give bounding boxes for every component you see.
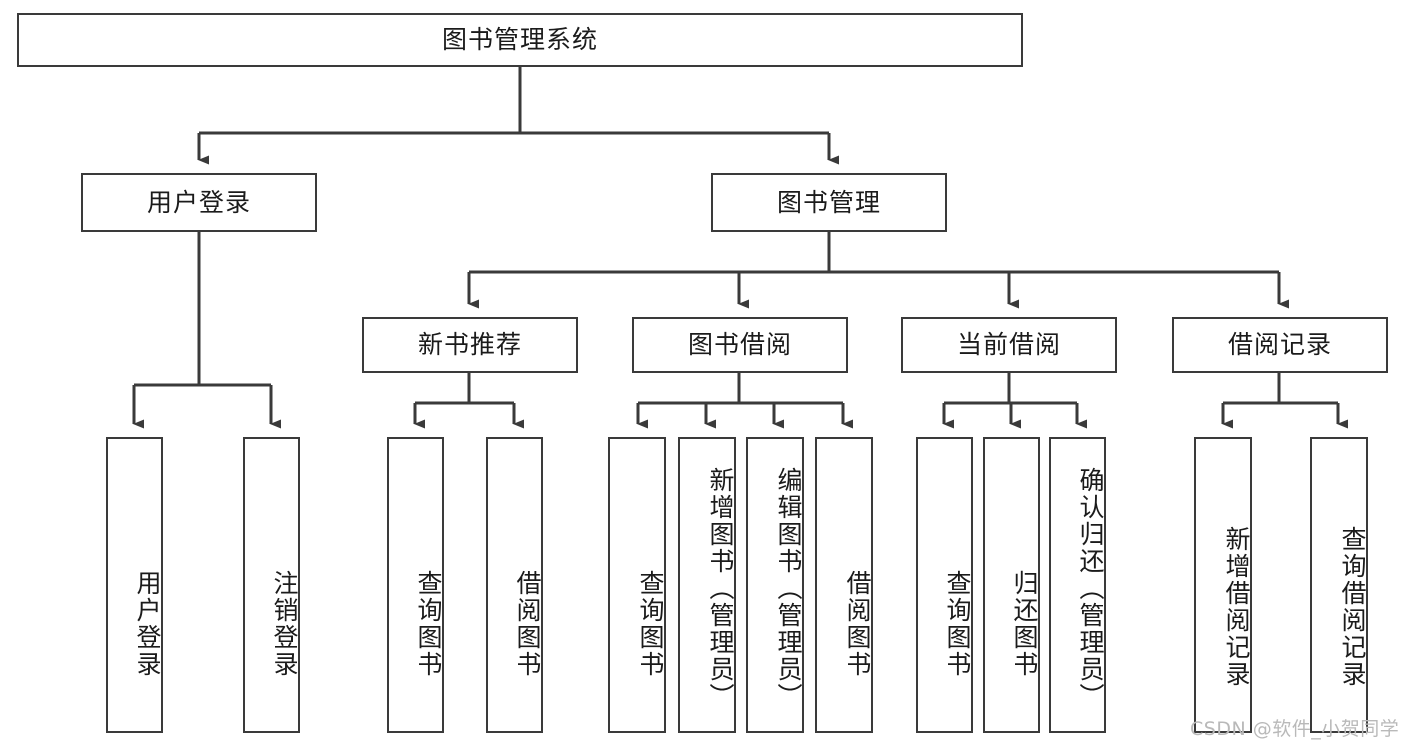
node-label: 编辑图书（管理员） <box>774 466 803 710</box>
leaf-borrow-book-recommend[interactable]: 借阅图书 <box>486 437 543 733</box>
node-label: 用户登录 <box>133 570 162 678</box>
leaf-query-book-recommend[interactable]: 查询图书 <box>387 437 444 733</box>
leaf-confirm-return-admin[interactable]: 确认归还（管理员） <box>1049 437 1106 733</box>
node-label: 借阅图书 <box>843 570 872 678</box>
node-book-borrow[interactable]: 图书借阅 <box>632 317 848 373</box>
csdn-watermark: CSDN @软件_小贺同学 <box>1190 718 1400 740</box>
node-label: 查询图书 <box>636 570 665 678</box>
leaf-edit-book-admin[interactable]: 编辑图书（管理员） <box>746 437 804 733</box>
node-root-book-management-system[interactable]: 图书管理系统 <box>17 13 1023 67</box>
node-label: 新增借阅记录 <box>1222 526 1251 688</box>
leaf-query-borrow-record[interactable]: 查询借阅记录 <box>1310 437 1368 733</box>
node-label: 图书管理系统 <box>441 25 598 55</box>
node-label: 确认归还（管理员） <box>1076 466 1105 710</box>
node-borrow-record[interactable]: 借阅记录 <box>1172 317 1388 373</box>
leaf-logout[interactable]: 注销登录 <box>243 437 300 733</box>
node-label: 归还图书 <box>1010 570 1039 678</box>
node-label: 当前借阅 <box>956 330 1061 360</box>
node-label: 用户登录 <box>146 187 251 217</box>
leaf-query-book-borrow[interactable]: 查询图书 <box>608 437 666 733</box>
leaf-user-login[interactable]: 用户登录 <box>106 437 163 733</box>
leaf-add-borrow-record[interactable]: 新增借阅记录 <box>1194 437 1252 733</box>
node-new-book-recommend[interactable]: 新书推荐 <box>362 317 578 373</box>
node-label: 查询图书 <box>943 570 972 678</box>
node-book-management[interactable]: 图书管理 <box>711 173 947 232</box>
node-label: 查询图书 <box>414 570 443 678</box>
leaf-borrow-book[interactable]: 借阅图书 <box>815 437 873 733</box>
node-user-login[interactable]: 用户登录 <box>81 173 317 232</box>
leaf-return-book[interactable]: 归还图书 <box>983 437 1040 733</box>
node-label: 新增图书（管理员） <box>706 466 735 710</box>
node-label: 图书借阅 <box>687 330 792 360</box>
node-label: 借阅图书 <box>513 570 542 678</box>
node-label: 注销登录 <box>270 570 299 678</box>
node-label: 借阅记录 <box>1227 330 1332 360</box>
node-label: 图书管理 <box>776 187 881 217</box>
leaf-query-book-current[interactable]: 查询图书 <box>916 437 973 733</box>
leaf-add-book-admin[interactable]: 新增图书（管理员） <box>678 437 736 733</box>
node-label: 新书推荐 <box>417 330 522 360</box>
node-label: 查询借阅记录 <box>1338 526 1367 688</box>
node-current-borrow[interactable]: 当前借阅 <box>901 317 1117 373</box>
